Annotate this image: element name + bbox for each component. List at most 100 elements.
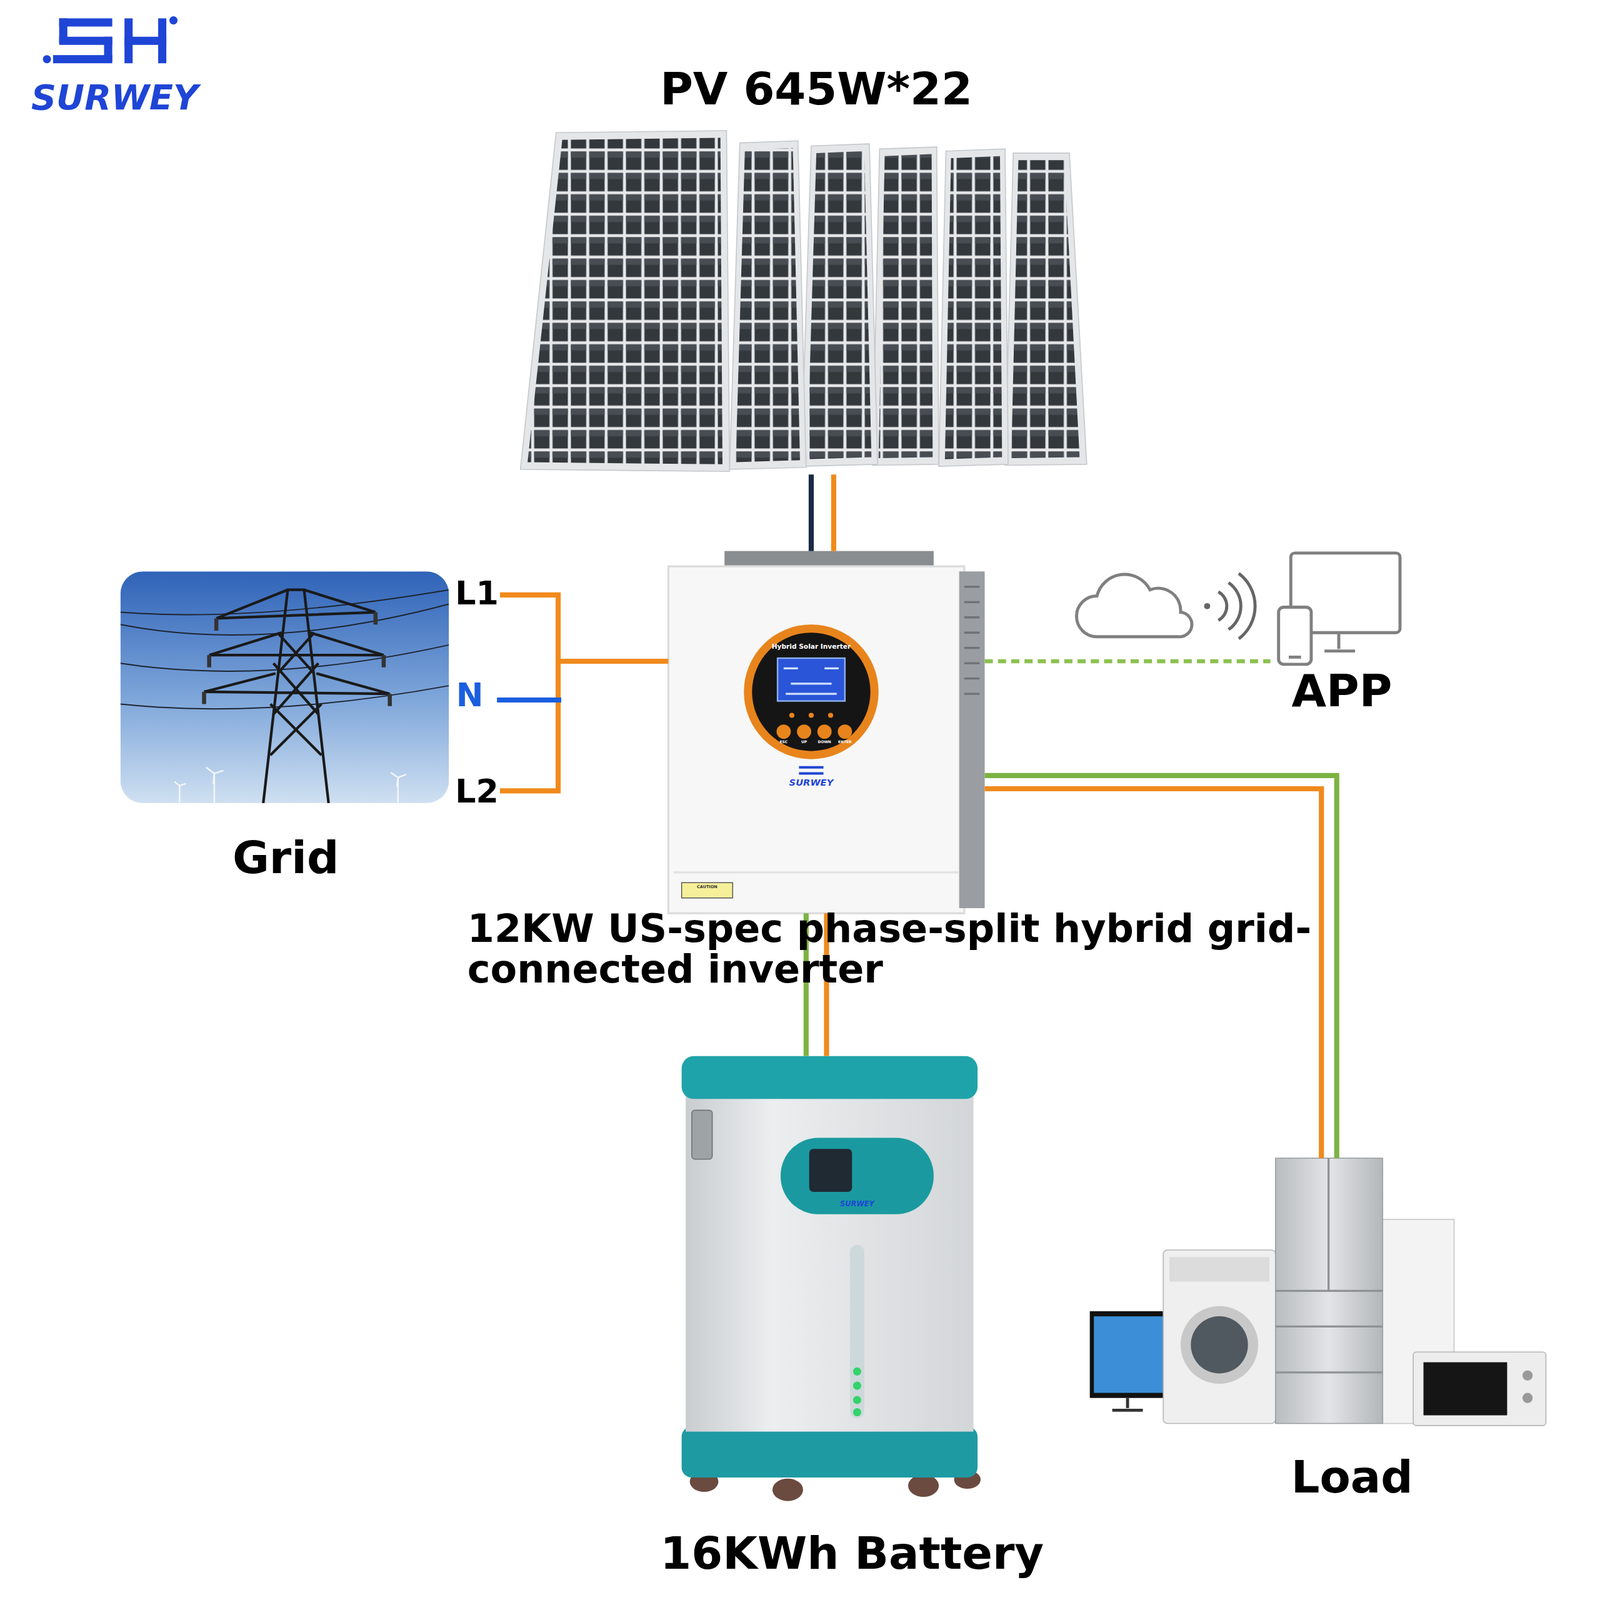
wire bbox=[558, 658, 669, 664]
load-cable bbox=[984, 775, 1337, 1159]
inverter-box: 12KW US-spec phase-split hybrid grid-con… bbox=[668, 551, 985, 914]
display-face bbox=[751, 632, 870, 751]
button-name: ESC bbox=[771, 740, 796, 745]
lcd-screen bbox=[777, 658, 845, 702]
insulators bbox=[204, 612, 390, 707]
pylon bbox=[204, 590, 390, 804]
grid-source: Grid bbox=[120, 571, 559, 888]
soc-led bbox=[853, 1395, 862, 1404]
caution-sticker bbox=[681, 882, 734, 898]
wire-name: N bbox=[456, 676, 518, 714]
sky bbox=[120, 571, 450, 804]
washer-door bbox=[1180, 1306, 1259, 1384]
fridge-doors bbox=[1275, 1158, 1383, 1373]
pv-cable bbox=[811, 474, 834, 551]
device-text: Hybrid Solar Inverter bbox=[760, 643, 862, 651]
control-panel bbox=[1169, 1256, 1270, 1282]
node-label: 12KW US-spec phase-split hybrid grid-con… bbox=[467, 908, 1315, 990]
app-monitor: APP bbox=[1270, 545, 1409, 720]
panel-cells bbox=[1011, 160, 1080, 459]
indicator-led bbox=[789, 712, 795, 718]
display-window bbox=[780, 1137, 934, 1214]
node-label: Load bbox=[1250, 1451, 1455, 1504]
button-name: DOWN bbox=[812, 740, 837, 745]
grid-cable bbox=[558, 660, 669, 662]
app-devices bbox=[1076, 553, 1400, 665]
battery-top bbox=[681, 1056, 978, 1100]
wifi-waves bbox=[1218, 573, 1255, 639]
caster-wheel bbox=[908, 1474, 939, 1497]
phone-button bbox=[1288, 655, 1302, 659]
caster-wheel bbox=[772, 1478, 804, 1502]
microwave-knob bbox=[1522, 1370, 1533, 1381]
fridge bbox=[1275, 1158, 1383, 1424]
panel-frame bbox=[520, 130, 730, 472]
led-strip bbox=[850, 1245, 865, 1419]
battery-unit bbox=[681, 1056, 981, 1502]
wind-turbines bbox=[174, 767, 407, 804]
solar-panels bbox=[520, 130, 1087, 472]
wifi-dot bbox=[1204, 603, 1211, 610]
cooling-fins bbox=[964, 586, 980, 694]
neutral-wire bbox=[496, 697, 562, 703]
wire bbox=[984, 659, 1270, 664]
button bbox=[817, 724, 832, 739]
wire bbox=[984, 788, 1322, 1159]
node-label: 16KWh Battery bbox=[612, 1527, 1092, 1580]
panel-frame bbox=[729, 140, 806, 470]
button bbox=[776, 724, 791, 739]
inverter-side bbox=[959, 571, 985, 909]
washer-glass bbox=[1190, 1316, 1248, 1374]
inverter-device bbox=[668, 551, 985, 914]
microwave-knob bbox=[1522, 1393, 1533, 1404]
monitor-stand bbox=[1324, 632, 1355, 651]
microwave bbox=[1413, 1351, 1546, 1426]
display-ring bbox=[743, 624, 879, 760]
wifi-link bbox=[984, 660, 1270, 662]
appliances bbox=[1090, 1158, 1547, 1426]
cloud-icon bbox=[1076, 574, 1192, 637]
wire bbox=[984, 775, 1337, 1159]
panel-frame bbox=[801, 143, 878, 467]
device-logo bbox=[798, 767, 824, 774]
device-logo-text: SURWEY bbox=[770, 777, 853, 789]
button bbox=[796, 724, 812, 739]
body-seam bbox=[673, 871, 960, 874]
battery-screen bbox=[809, 1148, 853, 1192]
panel-cells bbox=[806, 151, 872, 460]
battery-body bbox=[685, 1090, 974, 1432]
button-name: UP bbox=[791, 740, 817, 745]
logo-dot bbox=[43, 55, 52, 64]
button-name: ENTER bbox=[832, 740, 857, 745]
tv-screen bbox=[1093, 1316, 1165, 1393]
indicator-led bbox=[808, 712, 814, 718]
panel-frame bbox=[938, 148, 1009, 467]
logo-dot bbox=[169, 16, 178, 25]
inverter-body bbox=[668, 566, 964, 914]
soc-led bbox=[853, 1408, 862, 1417]
grid-wiring bbox=[496, 595, 562, 791]
line-bracket bbox=[500, 595, 559, 791]
tv bbox=[1090, 1311, 1169, 1399]
grid-photo bbox=[120, 571, 450, 804]
node-label: APP bbox=[1270, 665, 1414, 717]
wire-name: L1 bbox=[455, 574, 517, 612]
button bbox=[837, 724, 852, 739]
handle bbox=[691, 1110, 713, 1159]
lcd-readout bbox=[783, 668, 839, 694]
device-logo-text: SURWEY bbox=[821, 1200, 893, 1209]
node-heading: PV 645W*22 bbox=[612, 63, 1021, 115]
tv-stand bbox=[1112, 1398, 1144, 1411]
panel-cells bbox=[945, 156, 1002, 460]
panel-cells bbox=[878, 154, 934, 459]
washing-machine bbox=[1163, 1250, 1276, 1424]
indicator-led bbox=[828, 712, 834, 718]
node-label: Grid bbox=[183, 831, 389, 884]
panel-frame bbox=[1005, 153, 1087, 466]
wire-name: L2 bbox=[455, 772, 517, 810]
soc-led bbox=[853, 1367, 862, 1376]
battery-box: 16KWh Battery bbox=[681, 1056, 978, 1485]
